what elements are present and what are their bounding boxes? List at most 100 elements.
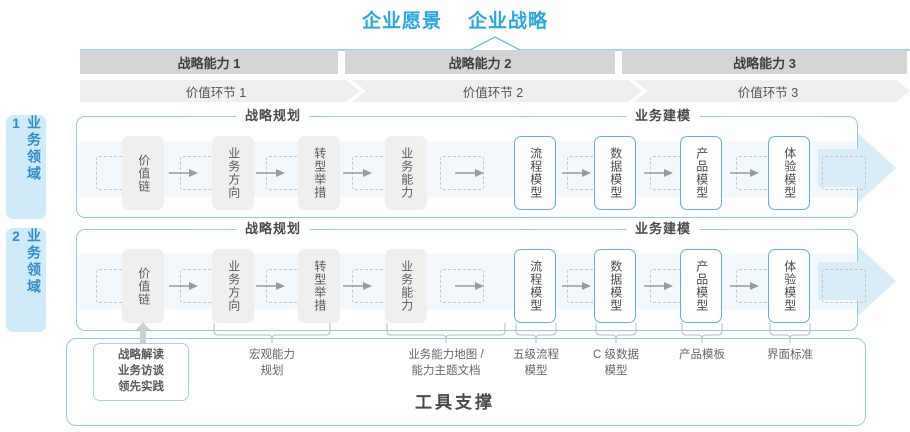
- up-arrow-icon: [136, 322, 150, 344]
- section-title-modeling-2: 业务建模: [626, 221, 701, 237]
- flow-arrow-icon: [562, 282, 591, 290]
- node-label: 产品模型: [694, 147, 709, 199]
- flow-arrow-icon: [256, 169, 285, 177]
- domain-label-2: 业务领域 2: [8, 228, 42, 296]
- node-label: 业务方向: [226, 260, 241, 312]
- section-title-planning-1: 战略规划: [236, 108, 311, 124]
- flow-arrow-icon: [644, 169, 673, 177]
- node-label: 体验模型: [782, 147, 797, 199]
- node-process-model-2[interactable]: 流程模型: [514, 249, 556, 323]
- capability-bar-3: 战略能力 3: [622, 50, 907, 74]
- tool-support-title: 工具支撑: [415, 393, 495, 412]
- value-chain-bar-3: 价值环节 3: [634, 80, 910, 102]
- capability-bar-2: 战略能力 2: [345, 50, 615, 74]
- value-chain-label-2: 价值环节 2: [462, 85, 524, 100]
- domain-band-2: [76, 229, 858, 331]
- flow-arrow-icon: [455, 282, 484, 290]
- value-chain-bars: 价值环节 1 价值环节 2 价值环节 3: [80, 80, 910, 102]
- node-experience-model-2[interactable]: 体验模型: [768, 249, 810, 323]
- value-chain-label-3: 价值环节 3: [737, 85, 799, 100]
- node-transformation-measures-2[interactable]: 转型举措: [298, 249, 340, 323]
- node-label: 业务能力: [399, 147, 414, 199]
- title-enterprise-vision: 企业愿景: [361, 11, 442, 32]
- node-business-direction-2[interactable]: 业务方向: [212, 249, 254, 323]
- domain-band-1: [76, 116, 858, 218]
- annotation-c-level-data-model: C 级数据 模型: [593, 349, 639, 377]
- annotation-five-level-process-model: 五级流程 模型: [513, 349, 559, 377]
- capability-bars: 战略能力 1 战略能力 2 战略能力 3: [80, 50, 907, 74]
- node-value-chain-1[interactable]: 价值链: [122, 136, 164, 210]
- domain-tab-2: 业务领域 2: [6, 228, 46, 332]
- flow-arrow-icon: [256, 282, 285, 290]
- capability-bar-1: 战略能力 1: [80, 50, 338, 74]
- flow-arrow-icon: [644, 282, 673, 290]
- band-2-inner-background: [78, 254, 856, 310]
- node-label: 数据模型: [608, 260, 623, 312]
- flow-arrow-icon: [343, 169, 372, 177]
- annotation-strategy-interpretation: 战略解读 业务访谈 领先实践: [93, 343, 189, 401]
- flow-arrow-icon: [455, 169, 484, 177]
- annotation-bracket: [213, 323, 331, 343]
- node-label: 价值链: [136, 153, 151, 193]
- top-titles: 企业愿景 企业战略: [0, 6, 910, 33]
- placeholder-slot: [822, 269, 866, 303]
- flow-arrow-band-1: [818, 133, 896, 203]
- value-chain-bar-2: 价值环节 2: [352, 80, 642, 102]
- node-business-capability-2[interactable]: 业务能力: [385, 249, 427, 323]
- annotation-interface-standard: 界面标准: [767, 349, 813, 361]
- node-business-direction-1[interactable]: 业务方向: [212, 136, 254, 210]
- node-label: 流程模型: [528, 260, 543, 312]
- node-business-capability-1[interactable]: 业务能力: [385, 136, 427, 210]
- flow-arrow-icon: [562, 169, 591, 177]
- flow-arrow-icon: [730, 282, 759, 290]
- modeling-rule-left-1: [530, 116, 620, 117]
- node-label: 产品模型: [694, 260, 709, 312]
- value-chain-bar-1: 价值环节 1: [80, 80, 360, 102]
- annotation-bracket: [595, 323, 637, 343]
- flow-arrow-icon: [169, 282, 198, 290]
- annotation-bracket: [515, 323, 557, 343]
- node-label: 转型举措: [312, 260, 327, 312]
- planning-rule-right-1: [330, 116, 520, 117]
- node-label: 业务能力: [399, 260, 414, 312]
- annotation-macro-capability-planning: 宏观能力 规划: [249, 349, 295, 377]
- modeling-rule-left-2: [530, 229, 620, 230]
- modeling-rule-right-2: [722, 229, 822, 230]
- planning-rule-right-2: [330, 229, 520, 230]
- placeholder-slot: [822, 156, 866, 190]
- node-value-chain-2[interactable]: 价值链: [122, 249, 164, 323]
- annotation-bracket: [386, 323, 506, 343]
- planning-rule-left-2: [190, 229, 230, 230]
- section-title-modeling-1: 业务建模: [626, 108, 701, 124]
- node-experience-model-1[interactable]: 体验模型: [768, 136, 810, 210]
- annotation-bracket: [681, 323, 723, 343]
- tool-support-frame: [66, 338, 866, 426]
- title-enterprise-strategy: 企业战略: [468, 11, 549, 32]
- node-label: 流程模型: [528, 147, 543, 199]
- flow-arrow-band-2: [818, 246, 896, 316]
- flow-arrow-icon: [343, 282, 372, 290]
- node-data-model-2[interactable]: 数据模型: [594, 249, 636, 323]
- node-product-model-2[interactable]: 产品模型: [680, 249, 722, 323]
- node-label: 数据模型: [608, 147, 623, 199]
- section-title-planning-2: 战略规划: [236, 221, 311, 237]
- flow-arrow-icon: [169, 169, 198, 177]
- node-label: 转型举措: [312, 147, 327, 199]
- node-process-model-1[interactable]: 流程模型: [514, 136, 556, 210]
- annotation-bracket: [769, 323, 811, 343]
- node-transformation-measures-1[interactable]: 转型举措: [298, 136, 340, 210]
- value-chain-label-1: 价值环节 1: [185, 85, 247, 100]
- node-label: 价值链: [136, 266, 151, 306]
- annotation-capability-map: 业务能力地图 / 能力主题文档: [408, 349, 484, 377]
- node-label: 体验模型: [782, 260, 797, 312]
- annotation-product-template: 产品模板: [679, 349, 725, 361]
- node-product-model-1[interactable]: 产品模型: [680, 136, 722, 210]
- domain-label-1: 业务领域 1: [8, 115, 42, 183]
- node-data-model-1[interactable]: 数据模型: [594, 136, 636, 210]
- modeling-rule-right-1: [722, 116, 822, 117]
- domain-tab-1: 业务领域 1: [6, 115, 46, 219]
- flow-arrow-icon: [730, 169, 759, 177]
- node-label: 业务方向: [226, 147, 241, 199]
- planning-rule-left-1: [190, 116, 230, 117]
